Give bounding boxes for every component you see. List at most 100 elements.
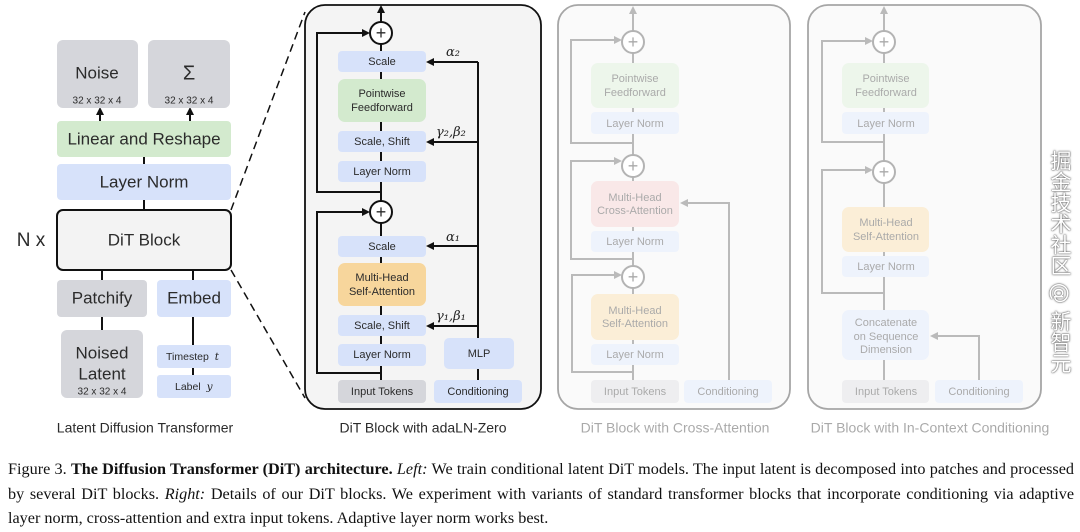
layer-norm-label: Layer Norm (606, 349, 663, 361)
conditioning-arrow (930, 332, 980, 380)
concat-label-line1: Concatenate (855, 317, 917, 329)
plus-icon: + (628, 32, 639, 52)
ff-label-line2: Feedforward (855, 87, 917, 99)
self-attn-label-line1: Multi-Head (608, 305, 661, 317)
attn-label-line1: Multi-Head (355, 272, 408, 284)
ff-label-line1: Pointwise (611, 73, 658, 85)
plus-icon: + (879, 162, 890, 182)
scale-shift-label: Scale, Shift (354, 136, 410, 148)
scale-shift-label: Scale, Shift (354, 320, 410, 332)
plus-icon: + (628, 267, 639, 287)
timestep-var: t (215, 351, 220, 363)
alpha2-label: α₂ (446, 45, 460, 60)
incontext-panel-frame (807, 4, 1042, 410)
adaln-panel-title: DiT Block with adaLN-Zero (339, 420, 506, 436)
self-attn-label-line2: Self-Attention (853, 231, 919, 243)
cross-attn-label-line1: Multi-Head (608, 192, 661, 204)
input-tokens-label: Input Tokens (351, 386, 414, 398)
watermark: 掘金技术社区 @ 新智元 (1048, 150, 1072, 374)
scale-shift-box-top: Scale, Shift (338, 131, 426, 152)
input-tokens-label: Input Tokens (855, 386, 918, 398)
pointwise-feedforward-box: Pointwise Feedforward (842, 63, 929, 108)
self-attn-label-line2: Self-Attention (602, 318, 668, 330)
timestep-box: Timestep t (157, 345, 231, 368)
self-attention-box: Multi-Head Self-Attention (591, 294, 679, 340)
gamma1-beta1-label: γ₁,β₁ (436, 309, 466, 324)
residual-add: + (621, 154, 645, 178)
plus-icon: + (376, 23, 387, 43)
ff-label-line2: Feedforward (604, 87, 666, 99)
alpha1-label: α₁ (446, 230, 460, 245)
conditioning-box: Conditioning (684, 380, 772, 403)
figure-number: Figure 3. (8, 460, 67, 478)
mlp-box: MLP (444, 338, 514, 369)
caption-left-text: We train conditional latent DiT models. … (8, 460, 1075, 503)
noised-latent-label-line1: Noised (76, 343, 129, 362)
plus-icon: + (879, 32, 890, 52)
attn-label-line2: Self-Attention (349, 286, 415, 298)
caption-right-text: Details of our DiT blocks. We experiment… (8, 484, 1075, 528)
zoom-dashed-line-top (230, 11, 306, 211)
layer-norm-label: Layer Norm (606, 118, 663, 130)
residual-connection (571, 271, 633, 373)
layer-norm-box: Layer Norm (591, 112, 679, 134)
residual-add: + (872, 30, 896, 54)
noised-latent-label-line2: Latent (78, 364, 126, 383)
patchify-box: Patchify (57, 280, 147, 317)
cross-attention-block-panel: + + + Pointwise Feedforward Layer Norm M… (557, 4, 791, 436)
residual-connection-top (316, 29, 381, 193)
layer-norm-box: Layer Norm (591, 344, 679, 365)
residual-add-bottom: + (369, 200, 393, 224)
input-tokens-box: Input Tokens (338, 380, 426, 403)
dit-architecture-diagram: Noise 32 x 32 x 4 Σ 32 x 32 x 4 Linear a… (17, 4, 1049, 436)
label-y-label: Label (175, 381, 201, 393)
scale-shift-box-bottom: Scale, Shift (338, 315, 426, 336)
timestep-label: Timestep (166, 351, 209, 363)
svg-text:Timestep t: Timestep t (166, 351, 220, 363)
scale-label: Scale (368, 241, 396, 253)
caption-right-label: Right: (164, 484, 206, 503)
scale-box-top: Scale (338, 51, 426, 72)
concatenate-box: Concatenate on Sequence Dimension (842, 310, 929, 360)
pointwise-feedforward-box: Pointwise Feedforward (338, 79, 426, 122)
cross-panel-frame (557, 4, 791, 410)
residual-add: + (872, 160, 896, 184)
embed-box: Embed (157, 280, 231, 317)
conditioning-box: Conditioning (434, 380, 522, 403)
scale-label: Scale (368, 56, 396, 68)
conditioning-label: Conditioning (948, 386, 1009, 398)
layer-norm-box: Layer Norm (591, 231, 679, 252)
pointwise-feedforward-box: Pointwise Feedforward (591, 63, 679, 108)
noise-output-box: Noise 32 x 32 x 4 (57, 40, 138, 108)
noise-label: Noise (75, 63, 118, 82)
residual-connection (570, 157, 633, 260)
self-attn-label-line1: Multi-Head (859, 217, 912, 229)
residual-connection (570, 36, 633, 144)
label-y-box: Label y (157, 375, 231, 398)
plus-icon: + (628, 156, 639, 176)
label-y-var: y (206, 381, 214, 393)
cross-panel-title: DiT Block with Cross-Attention (581, 420, 770, 436)
layer-norm-box: Layer Norm (842, 112, 929, 134)
sigma-shape: 32 x 32 x 4 (165, 96, 214, 107)
layer-norm-box: Layer Norm (842, 256, 929, 277)
adaln-zero-block-panel: α₂ γ₂,β₂ α₁ γ₁,β₁ + + Scale Pointwise Fe… (304, 4, 542, 436)
conditioning-label: Conditioning (697, 386, 758, 398)
scale-box-bottom: Scale (338, 236, 426, 257)
latent-diffusion-transformer-panel: Noise 32 x 32 x 4 Σ 32 x 32 x 4 Linear a… (17, 40, 234, 436)
concat-label-line3: Dimension (860, 344, 912, 356)
noise-shape: 32 x 32 x 4 (73, 96, 122, 107)
residual-add-top: + (369, 21, 393, 45)
svg-text:Label y: Label y (175, 381, 214, 393)
dit-block-box: DiT Block (56, 209, 232, 271)
plus-icon: + (376, 202, 387, 222)
cross-attn-label-line2: Cross-Attention (597, 205, 673, 217)
caption-title: The Diffusion Transformer (DiT) architec… (70, 460, 393, 478)
ff-label-line1: Pointwise (862, 73, 909, 85)
concat-label-line2: on Sequence (854, 331, 919, 343)
sigma-label: Σ (183, 62, 195, 84)
ff-label-line2: Feedforward (351, 102, 413, 114)
residual-add: + (621, 265, 645, 289)
layer-norm-box: Layer Norm (57, 164, 231, 200)
layer-norm-label: Layer Norm (353, 166, 410, 178)
